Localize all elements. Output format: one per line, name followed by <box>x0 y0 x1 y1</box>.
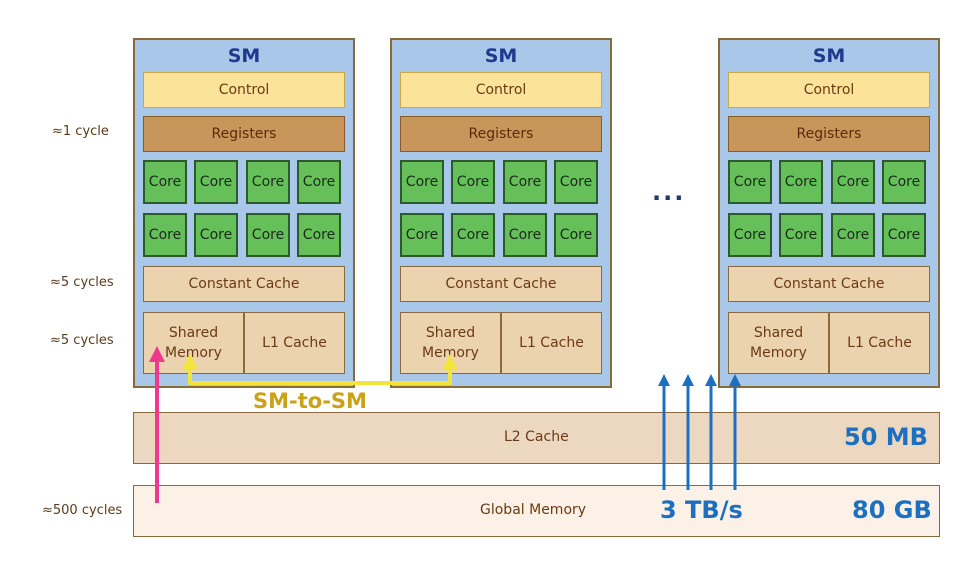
sm-title: SM <box>227 45 261 67</box>
core: Core <box>503 160 547 204</box>
sm-unit-3: SM Control Registers Core Core Core Core… <box>718 38 940 388</box>
core: Core <box>451 213 495 257</box>
core: Core <box>246 213 290 257</box>
latency-label-constant-cache: ≈5 cycles <box>50 275 114 290</box>
l1-cache-block: L1 Cache <box>829 312 930 374</box>
control-block: Control <box>143 72 345 108</box>
global-memory-size: 80 GB <box>852 496 932 524</box>
core: Core <box>554 160 598 204</box>
shared-memory-block: Shared Memory <box>400 312 501 374</box>
core: Core <box>143 160 187 204</box>
latency-label-shared-memory: ≈5 cycles <box>50 333 114 348</box>
l2-cache-bar: L2 Cache 50 MB <box>133 412 940 464</box>
core: Core <box>728 213 772 257</box>
core: Core <box>451 160 495 204</box>
sm-unit-2: SM Control Registers Core Core Core Core… <box>390 38 612 388</box>
latency-label-global-memory: ≈500 cycles <box>42 503 123 518</box>
core: Core <box>728 160 772 204</box>
control-block: Control <box>400 72 602 108</box>
more-sms-ellipsis: ... <box>652 178 686 206</box>
core: Core <box>831 213 875 257</box>
core: Core <box>882 160 926 204</box>
sm-title: SM <box>812 45 846 67</box>
core: Core <box>400 160 444 204</box>
constant-cache-block: Constant Cache <box>400 266 602 302</box>
core: Core <box>297 213 341 257</box>
core: Core <box>779 160 823 204</box>
l1-cache-block: L1 Cache <box>501 312 602 374</box>
core: Core <box>503 213 547 257</box>
registers-block: Registers <box>400 116 602 152</box>
global-memory-bar: Global Memory 80 GB <box>133 485 940 537</box>
core: Core <box>554 213 598 257</box>
core: Core <box>194 213 238 257</box>
core: Core <box>143 213 187 257</box>
l1-cache-block: L1 Cache <box>244 312 345 374</box>
l2-cache-label: L2 Cache <box>504 429 569 445</box>
l2-cache-size: 50 MB <box>844 423 928 451</box>
core: Core <box>831 160 875 204</box>
core: Core <box>246 160 290 204</box>
latency-label-registers: ≈1 cycle <box>52 124 109 139</box>
core: Core <box>194 160 238 204</box>
constant-cache-block: Constant Cache <box>143 266 345 302</box>
core: Core <box>400 213 444 257</box>
sm-unit-1: SM Control Registers Core Core Core Core… <box>133 38 355 388</box>
sm-to-sm-arrow <box>188 354 458 385</box>
constant-cache-block: Constant Cache <box>728 266 930 302</box>
registers-block: Registers <box>728 116 930 152</box>
sm-to-sm-label: SM-to-SM <box>253 389 367 413</box>
sm-title: SM <box>484 45 518 67</box>
global-memory-label: Global Memory <box>480 502 587 518</box>
core: Core <box>779 213 823 257</box>
control-block: Control <box>728 72 930 108</box>
core: Core <box>297 160 341 204</box>
core: Core <box>882 213 926 257</box>
bandwidth-label: 3 TB/s <box>658 496 745 524</box>
shared-memory-block: Shared Memory <box>143 312 244 374</box>
shared-memory-block: Shared Memory <box>728 312 829 374</box>
registers-block: Registers <box>143 116 345 152</box>
